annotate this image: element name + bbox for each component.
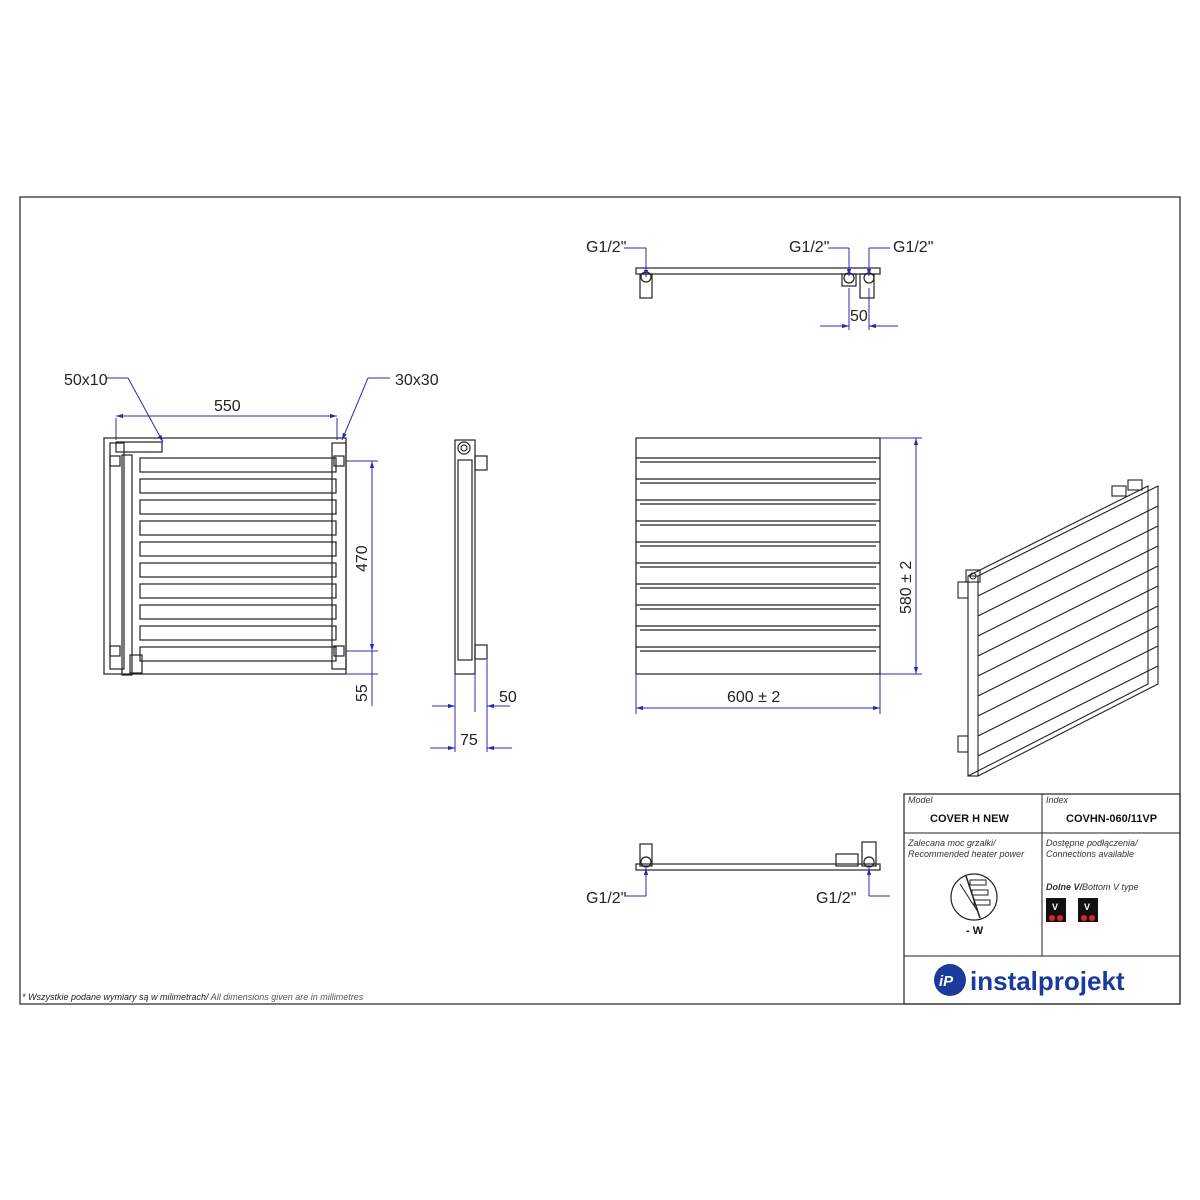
dim-depth-total: 75 [460, 732, 478, 749]
label-conn-top-left: G1/2" [586, 239, 626, 256]
model-value: COVER H NEW [930, 813, 1009, 825]
dim-bar-size: 50x10 [64, 372, 108, 389]
top-view [635, 267, 881, 299]
connection-badge-1-label: V [1052, 902, 1058, 912]
brand-name: instalprojekt [970, 966, 1125, 996]
index-value: COVHN-060/11VP [1066, 813, 1157, 825]
right-collector-pipe [331, 442, 347, 670]
connection-badge-2-label: V [1084, 902, 1090, 912]
connection-badge-1 [1046, 898, 1066, 922]
side-view-dimensions [430, 660, 512, 752]
brand-logo-mark: iP [939, 973, 954, 990]
dim-top-conn-spacing: 50 [850, 308, 868, 325]
bottom-view-dimensions [624, 868, 890, 897]
sheet-border [19, 196, 1181, 1005]
bottom-view [635, 841, 881, 871]
mount-bracket-vertical [121, 454, 133, 676]
model-label: Model [908, 795, 934, 805]
label-conn-top-mid: G1/2" [789, 239, 829, 256]
title-block [903, 793, 1181, 1005]
connection-badge-2 [1078, 898, 1098, 922]
heater-label-en: Recommended heater power [908, 849, 1025, 859]
front-view-dimensions [106, 377, 390, 706]
isometric-bars [977, 505, 1159, 757]
brand-logo: iP [934, 964, 966, 996]
dim-connection-spacing: 470 [354, 545, 371, 572]
heater-icon [950, 873, 998, 921]
side-view [454, 439, 488, 675]
heater-value: - W [966, 925, 984, 937]
dim-pipe-size: 30x30 [395, 372, 439, 389]
index-label: Index [1046, 795, 1069, 805]
connections-label-pl: Dostępne podłączenia/ [1046, 838, 1139, 848]
top-view-dimensions [624, 247, 898, 330]
mount-bracket-top [115, 441, 163, 453]
connection-type-label: Dolne V/Bottom V type [1046, 882, 1139, 892]
front-view [103, 437, 347, 676]
rear-view [635, 437, 881, 675]
dim-depth-wall: 50 [499, 689, 517, 706]
heater-label-pl: Zalecana moc grzałki/ [907, 838, 997, 848]
rear-view-dimensions [635, 437, 922, 714]
dim-pipe-spacing: 550 [214, 398, 241, 415]
label-conn-bottom-left: G1/2" [586, 890, 626, 907]
dim-bottom-offset: 55 [354, 684, 371, 702]
rear-view-bars [636, 457, 880, 652]
label-conn-bottom-right: G1/2" [816, 890, 856, 907]
footnote: * Wszystkie podane wymiary są w milimetr… [22, 992, 364, 1002]
connections-label-en: Connections available [1046, 849, 1134, 859]
front-view-bars [139, 457, 337, 662]
mount-bracket-bottom [129, 654, 143, 674]
isometric-view [957, 479, 1159, 777]
left-collector-pipe [109, 442, 125, 670]
dim-height: 580 ± 2 [898, 561, 915, 614]
dim-width: 600 ± 2 [727, 689, 780, 706]
label-conn-top-right: G1/2" [893, 239, 933, 256]
